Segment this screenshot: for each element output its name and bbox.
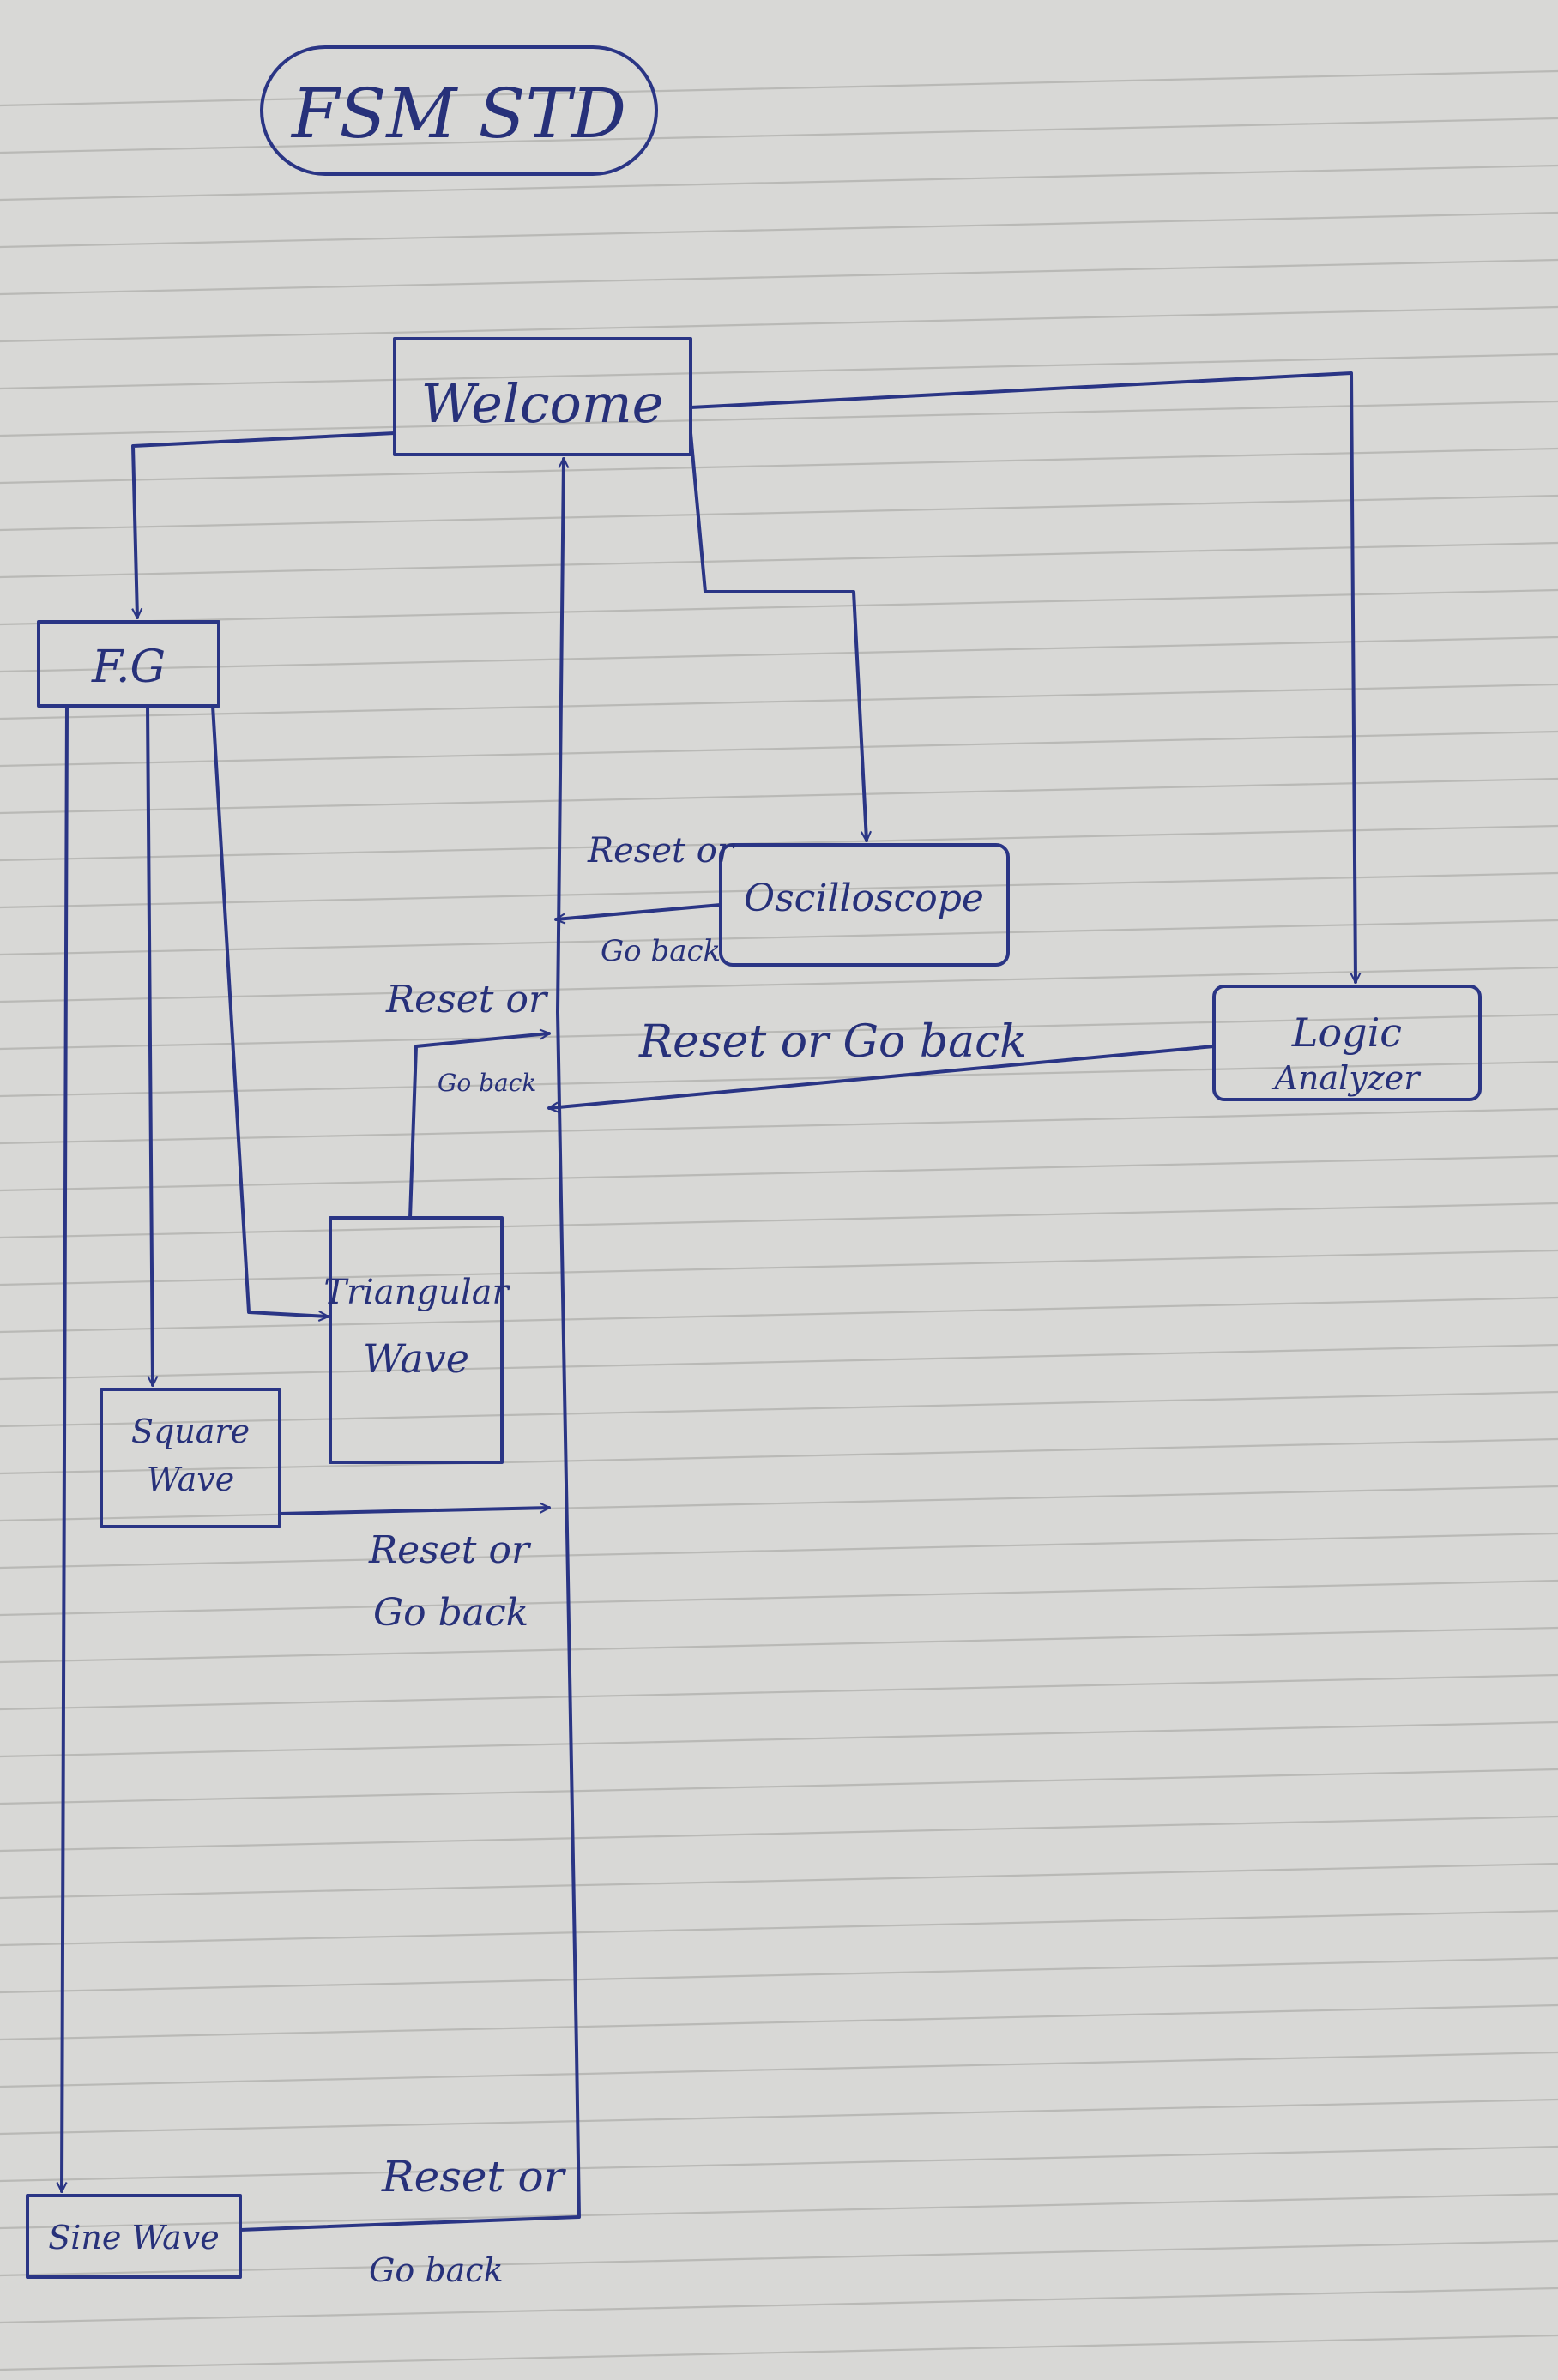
fg-box bbox=[37, 620, 220, 708]
ruled-line bbox=[0, 730, 1558, 768]
ruled-line bbox=[0, 2287, 1558, 2324]
triangular-wave-label: Wave bbox=[363, 1335, 469, 1382]
ruled-line bbox=[0, 447, 1558, 485]
sine-return-line bbox=[239, 2048, 581, 2232]
ruled-line bbox=[0, 1720, 1558, 1758]
fg-to-triangular-arrow bbox=[211, 704, 329, 1322]
square-back-label-1: Reset or bbox=[368, 1528, 532, 1572]
ruled-line bbox=[0, 588, 1558, 626]
return-bus-line bbox=[556, 457, 578, 2052]
ruled-line bbox=[0, 2334, 1558, 2371]
ruled-line bbox=[0, 1437, 1558, 1475]
ruled-line bbox=[0, 777, 1558, 815]
sine-back-label-1: Reset or bbox=[381, 2152, 567, 2202]
logic-label: Logic bbox=[1291, 1009, 1402, 1056]
ruled-lines bbox=[0, 69, 1558, 2371]
ruled-line bbox=[0, 305, 1558, 343]
ruled-line bbox=[0, 1862, 1558, 1900]
tri-back-label-1: Reset or bbox=[385, 978, 549, 1021]
ruled-line bbox=[0, 966, 1558, 1003]
ruled-line bbox=[0, 1296, 1558, 1334]
welcome-label: Welcome bbox=[421, 372, 664, 435]
ruled-line bbox=[0, 352, 1558, 390]
ruled-line bbox=[0, 1673, 1558, 1711]
square-wave-label: Wave bbox=[147, 1461, 234, 1498]
state-logic-analyzer: Logic Analyzer bbox=[1212, 985, 1482, 1101]
logic-back-label: Reset or Go back bbox=[638, 1016, 1027, 1068]
state-welcome: Welcome bbox=[393, 337, 692, 456]
ruled-line bbox=[0, 2003, 1558, 2041]
ruled-line bbox=[0, 683, 1558, 720]
square-label: Square bbox=[131, 1413, 250, 1450]
title-oval bbox=[260, 45, 658, 176]
ruled-line bbox=[0, 1202, 1558, 1239]
ruled-line bbox=[0, 1768, 1558, 1805]
state-oscilloscope: Oscilloscope bbox=[719, 843, 1010, 967]
sine-wave-label: Sine Wave bbox=[48, 2219, 220, 2256]
logic-return-arrow bbox=[547, 1045, 1216, 1113]
ruled-line bbox=[0, 1909, 1558, 1947]
square-back-label-2: Go back bbox=[373, 1591, 528, 1635]
fg-to-sine-arrow bbox=[56, 704, 69, 2193]
welcome-to-oscilloscope-arrow bbox=[689, 431, 873, 842]
osc-back-label-2: Go back bbox=[601, 934, 721, 968]
ruled-line bbox=[0, 871, 1558, 909]
analyzer-label: Analyzer bbox=[1272, 1059, 1422, 1097]
ruled-line bbox=[0, 1579, 1558, 1617]
fg-to-square-arrow bbox=[146, 704, 159, 1387]
triangular-return-arrow bbox=[408, 1028, 551, 1220]
ruled-line bbox=[0, 1815, 1558, 1853]
ruled-line bbox=[0, 541, 1558, 579]
diagram-title: FSM STD bbox=[290, 74, 626, 154]
ruled-line bbox=[0, 1626, 1558, 1664]
ruled-line bbox=[0, 1249, 1558, 1286]
osc-back-label-1: Reset or bbox=[587, 831, 736, 871]
ruled-line bbox=[0, 1343, 1558, 1381]
ruled-line bbox=[0, 1154, 1558, 1192]
triangular-wave-box bbox=[329, 1216, 504, 1464]
ruled-line bbox=[0, 1060, 1558, 1098]
tri-back-label-2: Go back bbox=[438, 1069, 536, 1097]
state-sine-wave: Sine Wave bbox=[26, 2194, 242, 2279]
ruled-line bbox=[0, 494, 1558, 532]
welcome-to-logic-analyzer-arrow bbox=[689, 371, 1362, 984]
ruled-line bbox=[0, 69, 1558, 107]
ruled-line bbox=[0, 1956, 1558, 1994]
ruled-line bbox=[0, 1532, 1558, 1570]
ruled-line bbox=[0, 919, 1558, 956]
square-wave-box bbox=[100, 1388, 281, 1528]
oscilloscope-label: Oscilloscope bbox=[744, 877, 984, 920]
square-return-arrow bbox=[278, 1502, 551, 1515]
ruled-line bbox=[0, 2239, 1558, 2277]
ruled-line bbox=[0, 258, 1558, 296]
fg-label: F.G bbox=[91, 642, 166, 693]
ruled-line bbox=[0, 117, 1558, 154]
ruled-line bbox=[0, 1013, 1558, 1051]
ruled-line bbox=[0, 400, 1558, 437]
welcome-box bbox=[393, 337, 692, 456]
ruled-line bbox=[0, 2051, 1558, 2088]
state-square-wave: Square Wave bbox=[100, 1388, 281, 1528]
state-triangular-wave: Triangular Wave bbox=[323, 1216, 511, 1464]
ruled-line bbox=[0, 1390, 1558, 1428]
ruled-line bbox=[0, 211, 1558, 249]
title-group: FSM STD bbox=[260, 45, 658, 176]
welcome-to-fg-arrow bbox=[131, 431, 396, 619]
oscilloscope-return-arrow bbox=[554, 903, 722, 925]
ruled-line bbox=[0, 164, 1558, 202]
ruled-line bbox=[0, 1107, 1558, 1145]
ruled-line bbox=[0, 1485, 1558, 1522]
ruled-line bbox=[0, 2098, 1558, 2136]
logic-analyzer-box bbox=[1212, 985, 1482, 1101]
ruled-line bbox=[0, 636, 1558, 673]
ruled-line bbox=[0, 2145, 1558, 2183]
sine-wave-box bbox=[26, 2194, 242, 2279]
state-fg: F.G bbox=[37, 620, 220, 708]
sine-back-label-2: Go back bbox=[369, 2251, 504, 2289]
triangular-label: Triangular bbox=[323, 1273, 510, 1312]
ruled-line bbox=[0, 2192, 1558, 2230]
